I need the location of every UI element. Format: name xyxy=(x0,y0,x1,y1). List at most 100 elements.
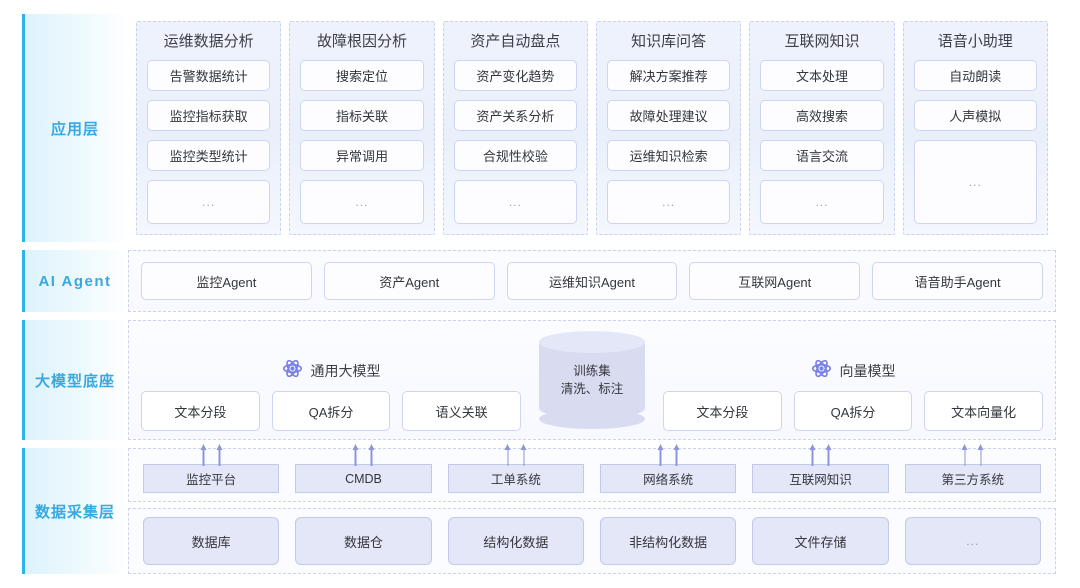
data-sources-band: 监控平台 CMDB 工单系统 xyxy=(128,444,1056,502)
app-feature-chip[interactable]: 人声模拟 xyxy=(913,100,1037,131)
data-storage-box[interactable]: 结构化数据 xyxy=(447,517,584,565)
cylinder-label: 训练集 清洗、标注 xyxy=(533,362,651,398)
cylinder-label-line2: 清洗、标注 xyxy=(560,382,624,396)
model-group-general-header: 通用大模型 xyxy=(282,359,381,383)
data-source-cell: 工单系统 xyxy=(447,444,584,493)
data-storage-box[interactable]: 非结构化数据 xyxy=(599,517,737,565)
model-group-general-title: 通用大模型 xyxy=(310,363,381,379)
upward-arrows-icon xyxy=(352,444,375,466)
model-chip[interactable]: 文本分段 xyxy=(141,391,260,431)
agent-chip[interactable]: 监控Agent xyxy=(141,262,312,300)
app-feature-chip[interactable]: 高效搜索 xyxy=(760,100,884,131)
data-source-box[interactable]: 第三方系统 xyxy=(904,464,1041,493)
data-storage-box[interactable]: 数据仓 xyxy=(295,517,432,565)
app-feature-chip-more[interactable]: ... xyxy=(300,180,424,224)
layer-label-data-collection-text: 数据采集层 xyxy=(34,503,115,521)
upward-arrows-icon xyxy=(200,444,223,466)
model-chip[interactable]: 文本向量化 xyxy=(924,391,1044,431)
arrow-up-icon xyxy=(352,444,359,466)
layer-data-collection: 数据采集层 监控平台 CMDB xyxy=(22,444,1056,574)
arrow-up-icon xyxy=(368,444,375,466)
app-column: 互联网知识 文本处理 高效搜索 语言交流 ... xyxy=(749,21,895,235)
model-chip[interactable]: 文本分段 xyxy=(663,391,782,431)
app-feature-chip[interactable]: 指标关联 xyxy=(300,100,424,131)
app-feature-chip[interactable]: 监控类型统计 xyxy=(147,140,271,171)
agent-row-container: 监控Agent 资产Agent 运维知识Agent 互联网Agent 语音助手A… xyxy=(128,250,1056,312)
arrow-up-icon xyxy=(673,444,680,466)
data-source-box[interactable]: 网络系统 xyxy=(599,464,737,493)
app-feature-chip-more[interactable]: ... xyxy=(453,180,577,224)
training-set-cylinder: 训练集 清洗、标注 xyxy=(533,331,651,429)
app-feature-chip[interactable]: 故障处理建议 xyxy=(606,100,731,131)
arrow-up-icon xyxy=(200,444,207,466)
app-feature-chip[interactable]: 搜索定位 xyxy=(300,60,424,91)
app-column-title: 故障根因分析 xyxy=(316,33,407,50)
atom-icon xyxy=(811,358,832,384)
data-storage-box[interactable]: 文件存储 xyxy=(752,517,889,565)
arrow-up-icon xyxy=(657,444,664,466)
model-chip[interactable]: QA拆分 xyxy=(271,391,391,431)
layer-application: 应用层 运维数据分析 告警数据统计 监控指标获取 监控类型统计 ... 故障根因… xyxy=(22,14,1056,242)
model-group-general: 通用大模型 文本分段 QA拆分 语义关联 xyxy=(141,359,522,431)
upward-arrows-icon xyxy=(809,444,832,466)
cylinder-label-line1: 训练集 xyxy=(573,363,611,378)
data-storage-box-more[interactable]: ... xyxy=(904,517,1041,565)
layer-label-model-foundation: 大模型底座 xyxy=(22,320,128,440)
agent-chip[interactable]: 资产Agent xyxy=(323,262,495,300)
layer-label-model-foundation-text: 大模型底座 xyxy=(34,372,115,390)
layer-label-data-collection: 数据采集层 xyxy=(22,448,128,574)
app-column: 运维数据分析 告警数据统计 监控指标获取 监控类型统计 ... xyxy=(136,21,282,235)
app-feature-chip[interactable]: 监控指标获取 xyxy=(147,100,271,131)
agent-chip[interactable]: 语音助手Agent xyxy=(872,262,1043,300)
model-chip[interactable]: QA拆分 xyxy=(793,391,913,431)
app-column: 故障根因分析 搜索定位 指标关联 异常调用 ... xyxy=(289,21,435,235)
data-source-box[interactable]: 互联网知识 xyxy=(752,464,889,493)
model-chip[interactable]: 语义关联 xyxy=(402,391,522,431)
layer-label-application: 应用层 xyxy=(22,14,128,242)
data-source-cell: 第三方系统 xyxy=(904,444,1041,493)
app-feature-chip[interactable]: 合规性校验 xyxy=(453,140,577,171)
app-column: 资产自动盘点 资产变化趋势 资产关系分析 合规性校验 ... xyxy=(442,21,588,235)
app-column-title: 语音小助理 xyxy=(937,33,1013,50)
app-feature-chip[interactable]: 自动朗读 xyxy=(913,60,1037,91)
data-source-cell: 监控平台 xyxy=(143,444,280,493)
app-feature-chip[interactable]: 告警数据统计 xyxy=(147,60,271,91)
app-column: 语音小助理 自动朗读 人声模拟 ... xyxy=(902,21,1048,235)
arrow-up-icon xyxy=(216,444,223,466)
layer-label-ai-agent-text: AI Agent xyxy=(38,272,112,290)
agent-chip[interactable]: 互联网Agent xyxy=(689,262,861,300)
model-foundation-container: 通用大模型 文本分段 QA拆分 语义关联 训练集 清洗、标注 xyxy=(128,320,1056,440)
cylinder-top xyxy=(539,331,645,353)
app-feature-chip[interactable]: 运维知识检索 xyxy=(606,140,731,171)
arrow-up-icon xyxy=(520,444,527,466)
app-feature-chip-more[interactable]: ... xyxy=(913,140,1037,224)
upward-arrows-icon xyxy=(961,444,984,466)
app-feature-chip-more[interactable]: ... xyxy=(147,180,271,224)
arrow-up-icon xyxy=(977,444,984,466)
data-source-box[interactable]: 监控平台 xyxy=(143,464,280,493)
layer-label-ai-agent: AI Agent xyxy=(22,250,128,312)
app-feature-chip[interactable]: 语言交流 xyxy=(760,140,884,171)
application-columns-container: 运维数据分析 告警数据统计 监控指标获取 监控类型统计 ... 故障根因分析 搜… xyxy=(128,14,1056,242)
agent-chip[interactable]: 运维知识Agent xyxy=(506,262,678,300)
app-feature-chip-more[interactable]: ... xyxy=(606,180,731,224)
app-feature-chip[interactable]: 解决方案推荐 xyxy=(606,60,731,91)
model-group-vector-header: 向量模型 xyxy=(811,359,896,383)
data-source-cell: 互联网知识 xyxy=(752,444,889,493)
app-feature-chip-more[interactable]: ... xyxy=(760,180,884,224)
cylinder-body xyxy=(539,341,645,419)
upward-arrows-icon xyxy=(657,444,680,466)
data-source-box[interactable]: 工单系统 xyxy=(447,464,584,493)
model-group-vector-title: 向量模型 xyxy=(839,363,896,379)
app-feature-chip[interactable]: 资产变化趋势 xyxy=(453,60,577,91)
app-feature-chip[interactable]: 异常调用 xyxy=(300,140,424,171)
app-column: 知识库问答 解决方案推荐 故障处理建议 运维知识检索 ... xyxy=(595,21,742,235)
app-feature-chip[interactable]: 资产关系分析 xyxy=(453,100,577,131)
app-column-title: 知识库问答 xyxy=(631,33,707,50)
data-source-box[interactable]: CMDB xyxy=(295,464,432,493)
app-feature-chip[interactable]: 文本处理 xyxy=(760,60,884,91)
arrow-up-icon xyxy=(825,444,832,466)
data-storage-box[interactable]: 数据库 xyxy=(143,517,280,565)
data-collection-container: 监控平台 CMDB 工单系统 xyxy=(128,444,1056,574)
